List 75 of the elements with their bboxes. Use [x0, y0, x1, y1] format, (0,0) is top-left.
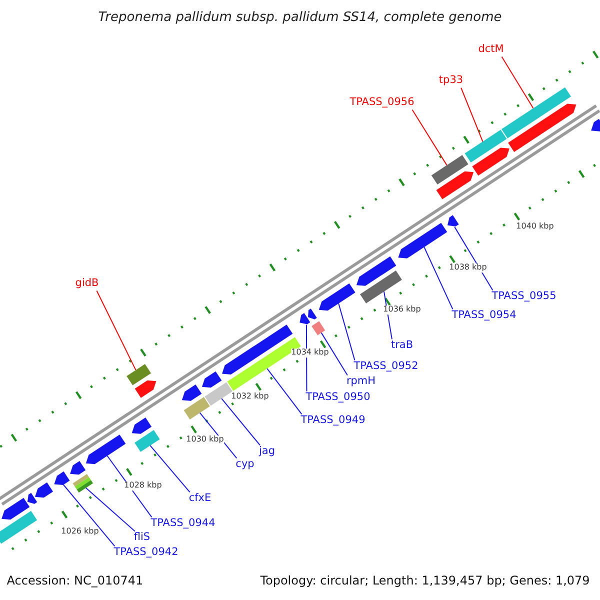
- gene-block: [222, 324, 293, 374]
- leader-line: [199, 412, 238, 459]
- gene-box: [502, 87, 572, 138]
- scale-label: 1028 kbp: [124, 482, 162, 490]
- gene-block: [508, 104, 576, 152]
- leader-line: [150, 445, 190, 493]
- gene-box: [72, 474, 93, 493]
- leader-line: [454, 226, 494, 291]
- gene-block: [398, 222, 448, 258]
- gene-label: gidB: [75, 278, 99, 290]
- leader-line: [338, 303, 356, 361]
- gene-block: [86, 434, 126, 464]
- gene-block: [447, 215, 459, 227]
- gene-label: TPASS_0952: [354, 361, 418, 373]
- gene-block: [2, 498, 30, 520]
- scale-label: 1032 kbp: [231, 392, 269, 402]
- title: Treponema pallidum subsp. pallidum SS14, complete genome: [98, 10, 502, 26]
- info-text: Topology: circular; Length: 1,139,457 bp; Genes: 1,079: [260, 574, 590, 588]
- gene-block: [308, 308, 317, 320]
- leader-line: [266, 368, 302, 415]
- gene-box: [204, 382, 232, 406]
- gene-label: cfxE: [188, 493, 212, 505]
- gene-box: [360, 270, 402, 304]
- gene-block: [27, 492, 38, 504]
- gene-block: [356, 256, 396, 286]
- scale-label: 1026 kbp: [61, 528, 99, 536]
- gene-block: [134, 380, 156, 398]
- gene-block: [436, 171, 474, 200]
- gene-label: TPASS_0942: [114, 547, 178, 559]
- leader-line: [320, 332, 348, 376]
- gene-box: [431, 155, 468, 185]
- gene-label: fliS: [134, 532, 150, 544]
- leader-line: [306, 324, 308, 392]
- gene-block: [591, 118, 600, 132]
- gene-block: [202, 371, 222, 388]
- gene-label: jag: [258, 446, 276, 458]
- leader-line: [85, 487, 136, 532]
- gene-block: [34, 482, 54, 498]
- scale-label: 1036 kbp: [383, 306, 421, 314]
- gene-label: cyp: [236, 459, 254, 471]
- gene-block: [54, 471, 70, 486]
- gene-label: dctM: [478, 44, 504, 56]
- gene-box: [134, 430, 160, 452]
- leader-line: [96, 290, 136, 371]
- gene-label: TPASS_0956: [350, 97, 414, 109]
- gene-box: [184, 397, 210, 420]
- gene-box: [464, 130, 507, 163]
- gene-label: TPASS_0949: [300, 415, 366, 427]
- gene-box: [126, 364, 152, 386]
- gene-box: [0, 510, 38, 544]
- gene-block: [182, 384, 202, 401]
- scale-label: 1038 kbp: [449, 264, 487, 272]
- gene-block: [300, 313, 310, 324]
- info-text: Accession: NC_010741: [6, 574, 144, 588]
- leader-line: [424, 246, 454, 310]
- gene-label: rpmH: [346, 376, 376, 388]
- gene-block: [472, 148, 510, 176]
- leader-line: [460, 87, 484, 142]
- leader-line: [501, 56, 534, 109]
- gene-label: TPASS_0944: [150, 518, 216, 530]
- gene-label: TPASS_0950: [306, 392, 370, 404]
- leader-line: [412, 109, 448, 166]
- leader-line: [62, 484, 116, 547]
- gene-label: traB: [390, 340, 414, 352]
- gene-block: [70, 460, 86, 475]
- leader-line: [106, 455, 152, 518]
- scale-label: 1030 kbp: [186, 436, 224, 444]
- gene-block: [318, 283, 356, 311]
- scale-label: 1034 kbp: [291, 348, 329, 358]
- gene-label: tp33: [438, 75, 464, 87]
- gene-box: [312, 321, 326, 336]
- gene-label: TPASS_0954: [452, 310, 516, 322]
- gene-block: [132, 418, 152, 434]
- scale-label: 1040 kbp: [516, 222, 554, 232]
- gene-label: TPASS_0955: [492, 291, 556, 303]
